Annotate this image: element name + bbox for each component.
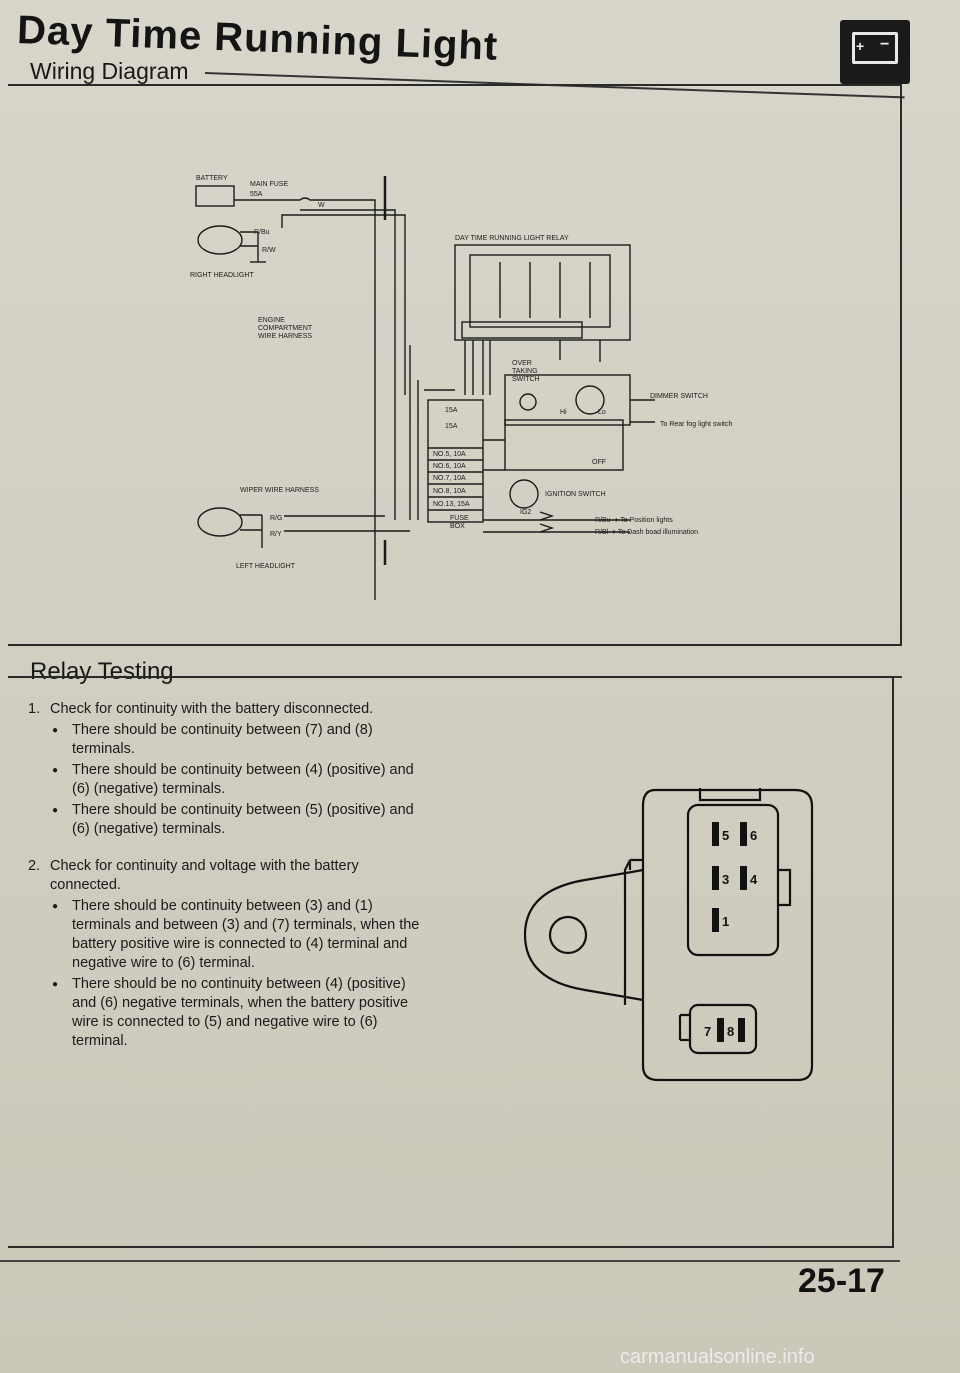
label-rear-fog: To Rear fog light switch [660, 421, 732, 428]
label-engine-2: COMPARTMENT [258, 325, 313, 332]
label-fuse-no7: NO.7, 10A [433, 475, 466, 482]
section-heading-wiring: Wiring Diagram [30, 58, 189, 84]
label-relay: DAY TIME RUNNING LIGHT RELAY [455, 235, 569, 242]
wire-r-y: R/Y [270, 531, 282, 538]
label-hi: Hi [560, 409, 567, 416]
label-ig2: IG2 [520, 509, 531, 516]
wire-w: W [318, 202, 325, 209]
wiring-diagram-frame [8, 84, 902, 646]
relay-box [454, 244, 631, 341]
label-fuse-15a-1: 15A [445, 407, 458, 414]
step-1: 1. Check for continuity with the battery… [28, 700, 428, 839]
page-number: 25-17 [798, 1262, 885, 1300]
label-right-headlight: RIGHT HEADLIGHT [190, 272, 254, 279]
label-wiper-harness: WIPER WIRE HARNESS [240, 487, 319, 494]
relay-testing-frame [8, 676, 894, 1248]
battery-icon: +− [840, 20, 910, 84]
label-fuse-no8: NO.8, 10A [433, 488, 466, 495]
label-engine-3: WIRE HARNESS [258, 333, 312, 340]
label-main-fuse: MAIN FUSE [250, 181, 288, 188]
step-2: 2. Check for continuity and voltage with… [28, 857, 428, 1051]
label-fuse-no6: NO.6, 10A [433, 463, 466, 470]
label-fuse-no5: NO.5, 10A [433, 451, 466, 458]
step-1-bullet: There should be continuity between (4) (… [50, 761, 428, 799]
step-2-bullet: There should be continuity between (3) a… [50, 897, 428, 973]
section-heading-relay: Relay Testing [30, 658, 174, 685]
wiring-diagram: BATTERY MAIN FUSE 55A W R/Bu R/W RIGHT H… [190, 175, 732, 600]
step-1-bullet: There should be continuity between (7) a… [50, 721, 428, 759]
fuse-box [427, 399, 484, 523]
label-main-fuse-rating: 55A [250, 191, 263, 198]
left-headlight-symbol [197, 507, 243, 537]
step-2-bullet: There should be no continuity between (4… [50, 975, 428, 1051]
wire-r-g: R/G [270, 515, 282, 522]
label-dimmer-switch: DIMMER SWITCH [650, 393, 708, 400]
watermark: carmanualsonline.info [620, 1346, 815, 1368]
battery-symbol [195, 185, 235, 207]
label-ignition-switch: IGNITION SWITCH [545, 491, 606, 498]
label-off: OFF [592, 459, 606, 466]
step-1-bullet: There should be continuity between (5) (… [50, 801, 428, 839]
label-switch: SWITCH [512, 376, 540, 383]
label-lo: Lo [598, 409, 606, 416]
label-fuse-box: FUSE [450, 515, 469, 522]
label-fuse-15a-2: 15A [445, 423, 458, 430]
label-dash-illum: R/Bl ➜ To Dash boad illumination [595, 529, 698, 536]
relay-steps: 1. Check for continuity with the battery… [28, 700, 428, 1063]
label-battery: BATTERY [196, 175, 228, 182]
right-headlight-symbol [197, 225, 243, 255]
label-taking: TAKING [512, 368, 538, 375]
label-engine: ENGINE [258, 317, 285, 324]
label-fuse-no13: NO.13, 15A [433, 501, 470, 508]
label-fuse-box-2: BOX [450, 523, 465, 530]
label-position-lights: R/Bu ➜ To Position lights [595, 517, 673, 524]
label-over: OVER [512, 360, 532, 367]
label-left-headlight: LEFT HEADLIGHT [236, 563, 296, 570]
wire-r-w: R/W [262, 247, 276, 254]
wire-r-bu: R/Bu [254, 229, 270, 236]
